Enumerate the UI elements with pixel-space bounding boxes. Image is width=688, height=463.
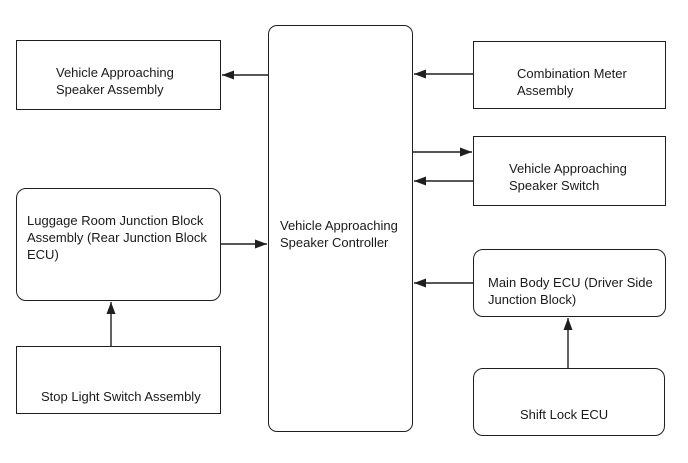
node-shift-lock-ecu: Shift Lock ECU: [473, 368, 665, 436]
node-label: Main Body ECU (Driver Side Junction Bloc…: [488, 275, 653, 307]
node-vehicle-approaching-speaker-controller: Vehicle Approaching Speaker Controller: [268, 25, 413, 432]
node-label: Vehicle Approaching Speaker Switch: [509, 161, 627, 193]
node-stop-light-switch-assembly: Stop Light Switch Assembly: [16, 346, 221, 414]
node-label: Vehicle Approaching Speaker Controller: [280, 218, 398, 250]
node-label: Shift Lock ECU: [520, 407, 609, 422]
node-combination-meter-assembly: Combination Meter Assembly: [473, 41, 666, 109]
node-label: Combination Meter Assembly: [517, 66, 627, 98]
node-label: Vehicle Approaching Speaker Assembly: [56, 65, 174, 97]
node-vehicle-approaching-speaker-switch: Vehicle Approaching Speaker Switch: [473, 136, 666, 206]
node-vehicle-approaching-speaker-assembly: Vehicle Approaching Speaker Assembly: [16, 40, 221, 110]
node-label: Stop Light Switch Assembly: [41, 389, 201, 404]
node-main-body-ecu: Main Body ECU (Driver Side Junction Bloc…: [473, 249, 666, 317]
node-luggage-room-junction-block-assembly: Luggage Room Junction Block Assembly (Re…: [16, 188, 221, 301]
node-label: Luggage Room Junction Block Assembly (Re…: [27, 213, 207, 262]
